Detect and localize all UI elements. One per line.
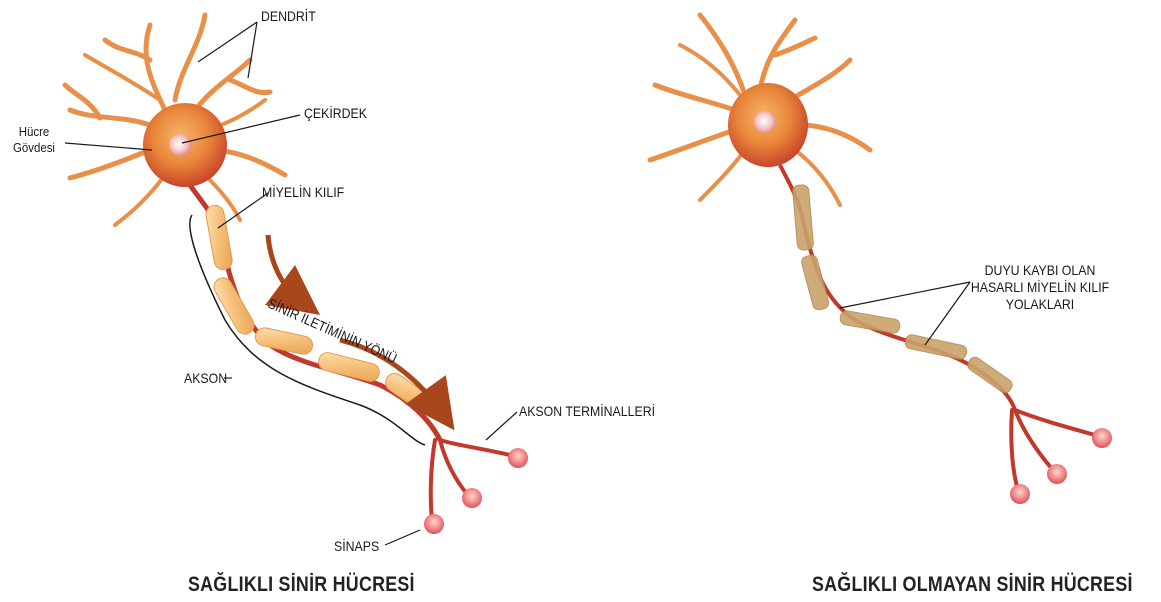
myelin-sheath <box>205 204 440 418</box>
damaged-synapses <box>1010 428 1112 504</box>
damaged-nucleus <box>754 111 776 133</box>
label-synapse: SİNAPS <box>334 538 379 555</box>
label-cell-body: Hücre Gövdesi <box>8 124 61 156</box>
label-nucleus: ÇEKİRDEK <box>304 105 367 122</box>
healthy-synapses <box>424 448 528 534</box>
caption-healthy: SAĞLIKLI SİNİR HÜCRESİ <box>188 573 415 597</box>
label-axon-terminals: AKSON TERMİNALLERİ <box>519 403 655 420</box>
healthy-nucleus <box>169 134 191 156</box>
label-damaged-line3: YOLAKLARI <box>970 296 1111 313</box>
label-damaged-myelin: DUYU KAYBI OLAN HASARLI MİYELİN KILIF YO… <box>970 262 1111 313</box>
label-myelin: MİYELİN KILIF <box>262 184 344 201</box>
label-damaged-line1: DUYU KAYBI OLAN <box>970 262 1111 279</box>
damaged-neuron <box>650 15 1112 504</box>
label-dendrite: DENDRİT <box>261 8 316 25</box>
healthy-axon-terminals <box>431 440 510 520</box>
label-cell-body-line2: Gövdesi <box>8 140 61 156</box>
label-axon: AKSON <box>184 370 227 387</box>
caption-unhealthy: SAĞLIKLI OLMAYAN SİNİR HÜCRESİ <box>812 573 1133 597</box>
label-damaged-line2: HASARLI MİYELİN KILIF <box>970 279 1111 296</box>
direction-arrow <box>268 235 300 300</box>
label-cell-body-line1: Hücre <box>8 124 61 140</box>
healthy-neuron <box>65 15 528 545</box>
